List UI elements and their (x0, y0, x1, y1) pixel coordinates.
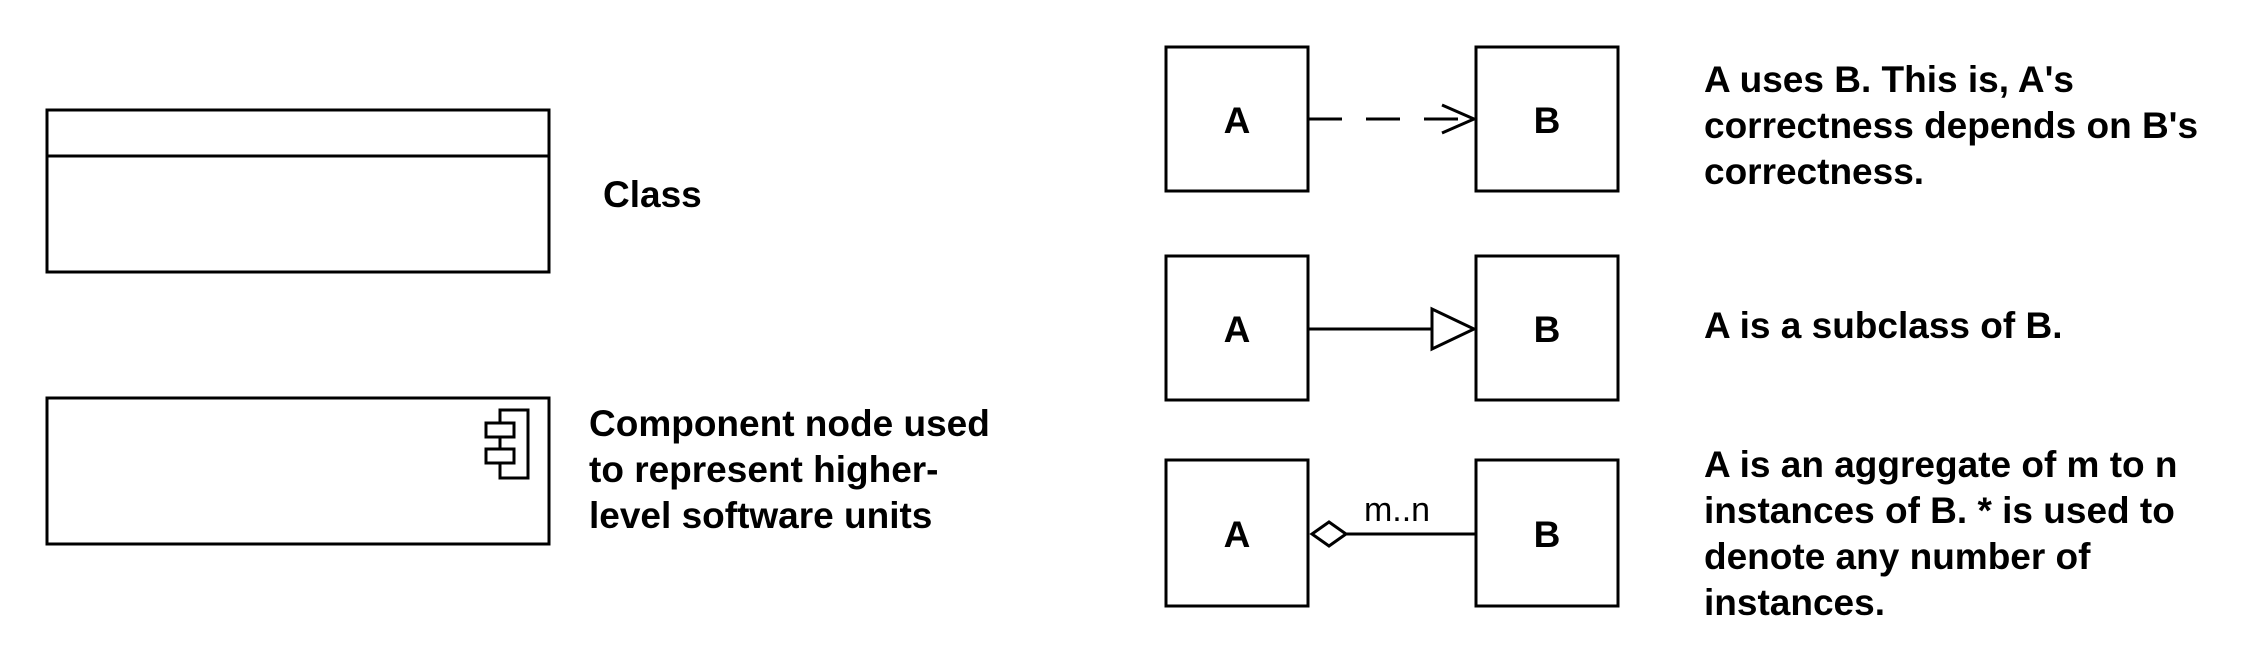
aggregate-relation: A B m..n (1164, 458, 1620, 608)
aggregate-box-a (1164, 458, 1310, 608)
hollow-triangle-arrowhead (1430, 306, 1478, 352)
subclass-description: A is a subclass of B. (1704, 305, 2062, 346)
uses-box-a (1164, 45, 1310, 193)
aggregate-box-b-label: B (1534, 514, 1561, 555)
uses-description: A uses B. This is, A's correctness depen… (1704, 59, 2208, 192)
aggregate-description: A is an aggregate of m to n instances of… (1704, 444, 2188, 623)
subclass-box-b-label: B (1534, 309, 1561, 350)
open-arrowhead (1441, 103, 1478, 135)
uses-box-b-label: B (1534, 100, 1561, 141)
uses-box-a-label: A (1224, 100, 1251, 141)
class-notation (45, 108, 551, 274)
subclass-box-a-label: A (1224, 309, 1251, 350)
component-node-box (45, 396, 551, 546)
component-node-notation (45, 396, 551, 546)
component-label: Component node used to represent higher-… (589, 403, 1000, 536)
aggregation-diamond (1309, 520, 1349, 548)
subclass-relation: A B (1164, 254, 1620, 402)
subclass-box-a (1164, 254, 1310, 402)
uses-box-b (1474, 45, 1620, 193)
subclass-box-b (1474, 254, 1620, 402)
component-icon (484, 408, 530, 480)
aggregate-box-a-label: A (1224, 514, 1251, 555)
class-label: Class (603, 174, 702, 215)
uses-relation: A B (1164, 45, 1620, 193)
multiplicity-label: m..n (1364, 491, 1430, 529)
class-box (45, 108, 551, 274)
aggregate-box-b (1474, 458, 1620, 608)
